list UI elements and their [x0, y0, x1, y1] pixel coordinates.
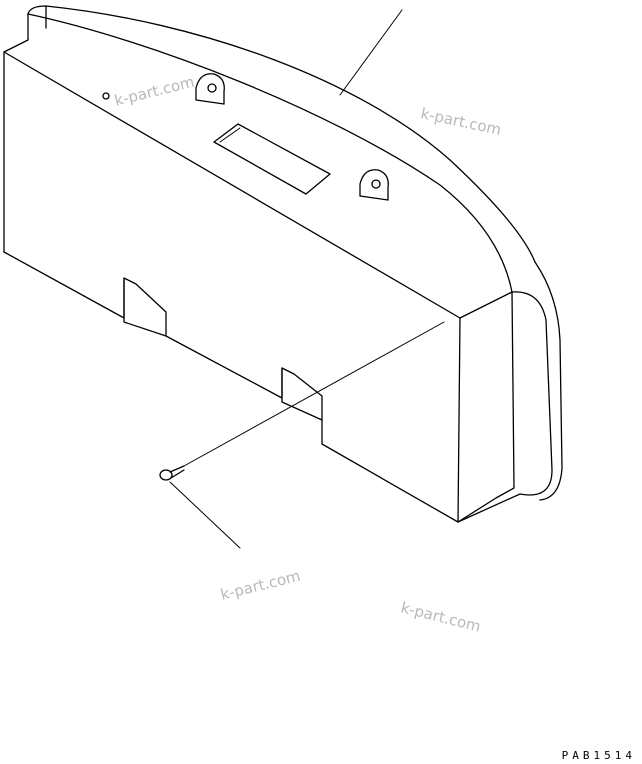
watermark-4: k-part.com [399, 598, 483, 635]
mount-hole [102, 92, 110, 100]
counterweight-body [3, 51, 513, 523]
lifting-lug-left [195, 73, 225, 105]
leader-lines [169, 9, 445, 549]
cover-top-rim [3, 5, 536, 293]
drawing-reference-code: PAB1514 [561, 749, 636, 762]
watermark-3: k-part.com [219, 567, 303, 604]
watermark-1: k-part.com [113, 73, 197, 110]
lifting-lug-right [359, 169, 389, 201]
recess-plate [213, 123, 331, 195]
bolt [159, 465, 185, 481]
watermark-2: k-part.com [419, 104, 503, 139]
counterweight-side-end [457, 261, 563, 523]
